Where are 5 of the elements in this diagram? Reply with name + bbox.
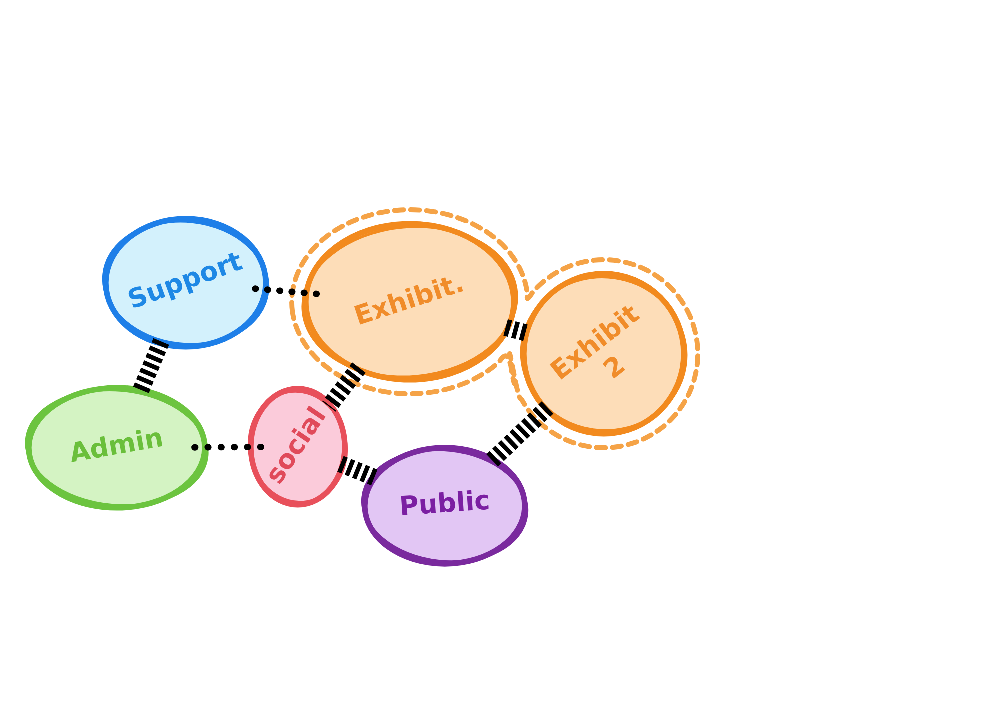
dotted-line bbox=[192, 444, 264, 451]
spring-connector bbox=[338, 456, 380, 487]
bubble: Admin bbox=[25, 385, 209, 511]
bubble: Public bbox=[362, 445, 528, 567]
spring-connector bbox=[132, 338, 170, 396]
